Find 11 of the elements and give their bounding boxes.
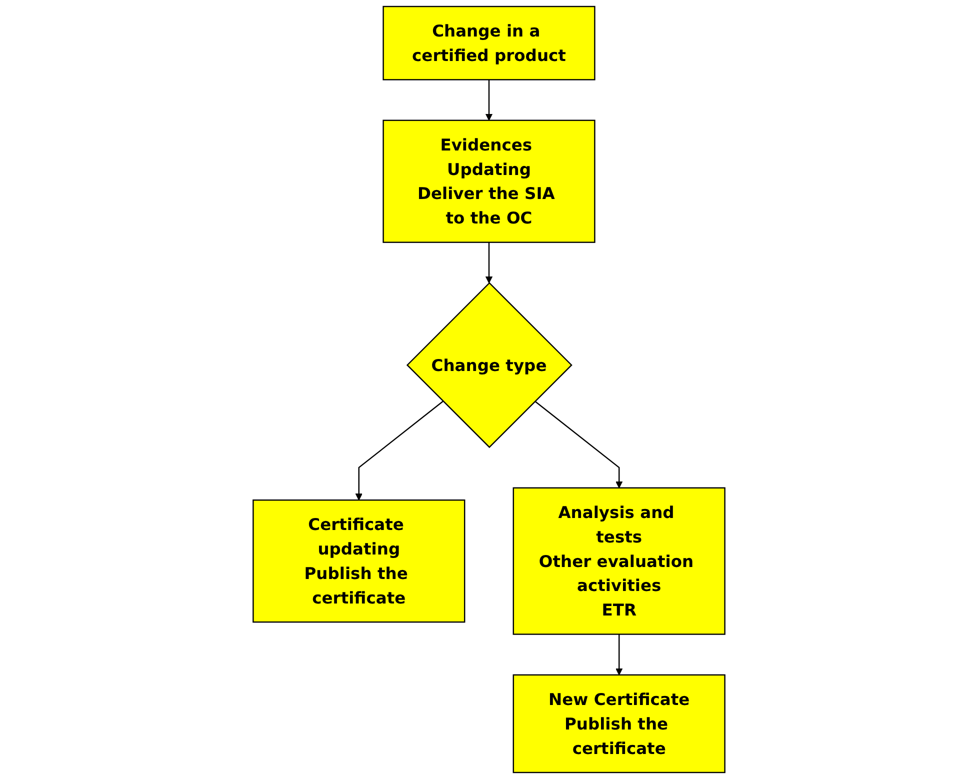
node-box: Analysis and tests Other evaluation activities ETR <box>512 487 726 635</box>
node-box: Change in a certified product <box>382 6 596 80</box>
node-box: New Certificate Publish the certificate <box>512 674 726 774</box>
arrow <box>355 400 444 500</box>
arrow <box>534 400 623 488</box>
node-diamond: Change type <box>406 282 572 448</box>
node-box: Certificate updating Publish the certificate <box>252 499 466 623</box>
arrow <box>485 80 493 121</box>
node-box: Evidences Updating Deliver the SIA to the OC <box>382 120 596 243</box>
arrow <box>616 634 623 676</box>
arrow <box>485 242 493 284</box>
